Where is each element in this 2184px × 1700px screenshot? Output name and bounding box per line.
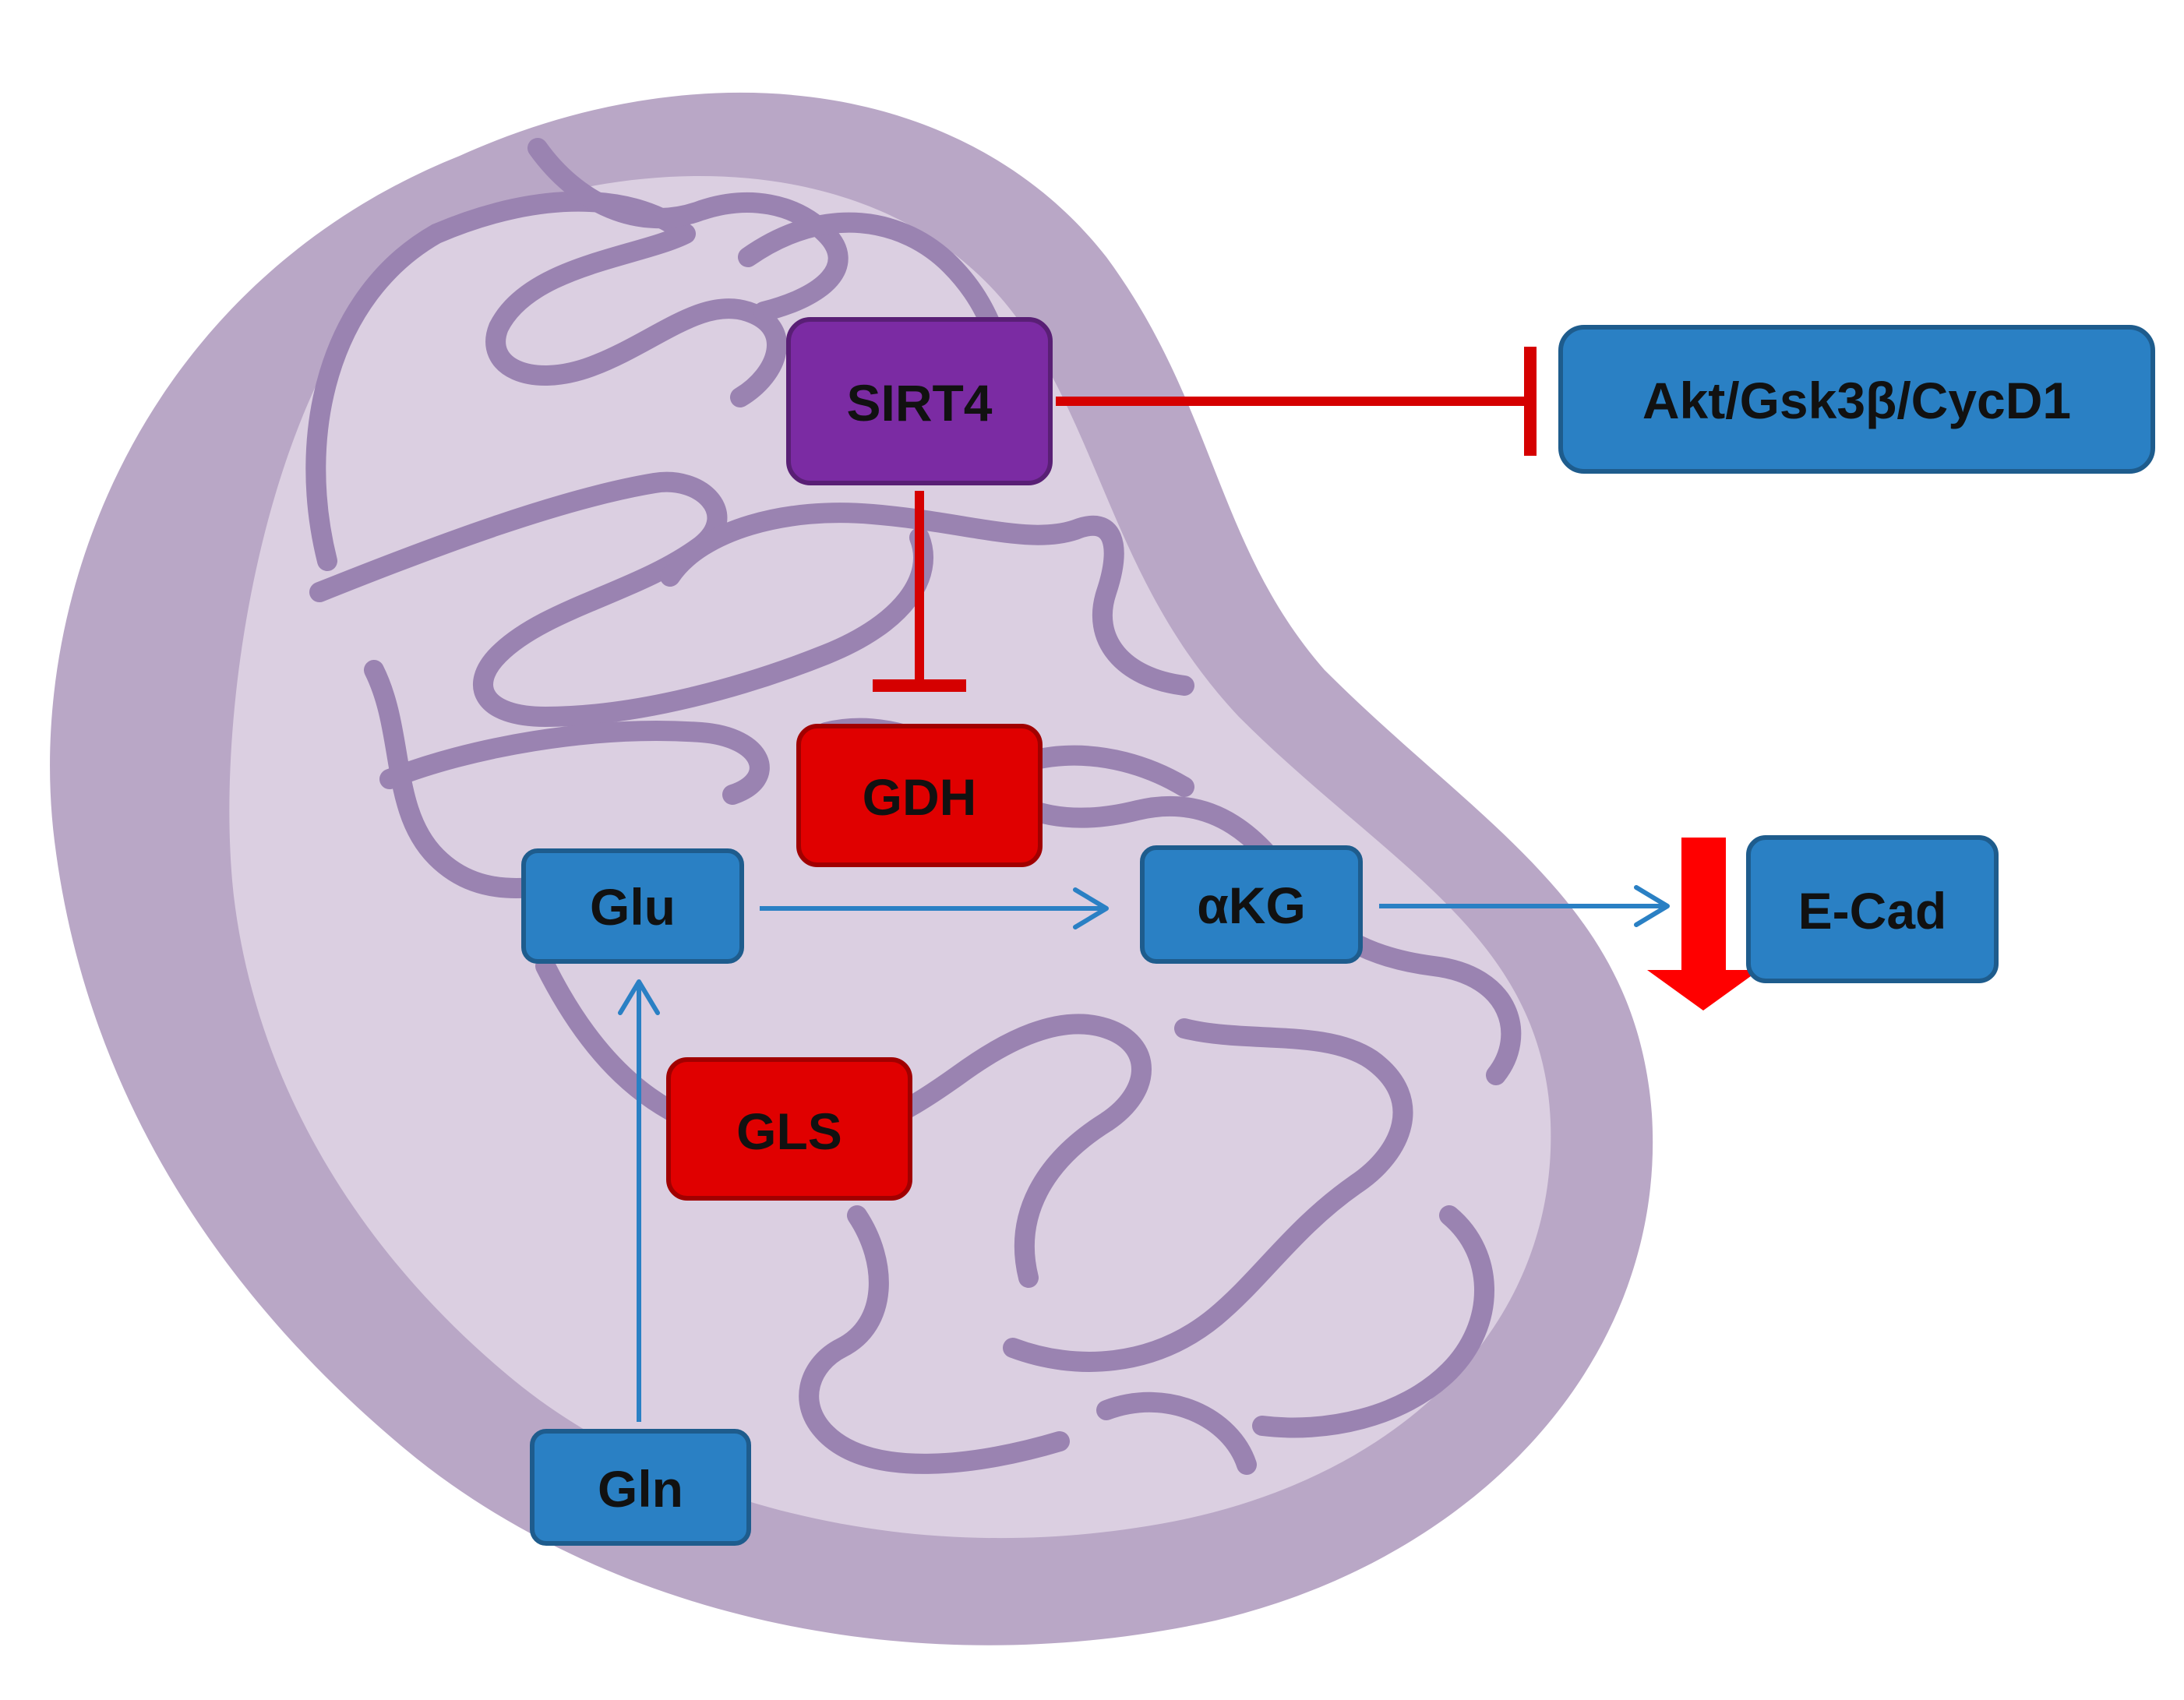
gls-box [666, 1057, 912, 1201]
crista [309, 471, 933, 727]
crista [379, 721, 770, 805]
node-gdh: GDH [796, 724, 1043, 867]
gln-box [530, 1429, 751, 1546]
crista [527, 138, 849, 322]
ecad-decrease-arrow [1647, 838, 1759, 1010]
edge-akg-to-ecad [1379, 885, 1670, 927]
sirt4-box [786, 317, 1053, 485]
gls-label: GLS [736, 1102, 842, 1160]
arrowhead [618, 979, 660, 1015]
node-gls: GLS [666, 1057, 912, 1201]
arrowhead [1073, 887, 1109, 929]
crista [1096, 1391, 1257, 1475]
crista [1252, 1205, 1494, 1438]
crista [799, 1205, 1070, 1474]
gdh-box [796, 724, 1043, 867]
ecad-label: E-Cad [1798, 882, 1947, 940]
akt-label: Akt/Gsk3β/CycD1 [1642, 372, 2071, 429]
crista [660, 503, 1194, 696]
akg-box [1140, 845, 1363, 964]
sirt4-label: SIRT4 [846, 374, 992, 432]
mitochondrion [50, 92, 1653, 1645]
node-gln: Gln [530, 1429, 751, 1546]
node-glu: Glu [521, 848, 744, 964]
crista [1003, 1018, 1413, 1372]
arrowhead [1634, 885, 1670, 927]
node-akg: αKG [1140, 845, 1363, 964]
node-sirt4: SIRT4 [786, 317, 1053, 485]
glu-label: Glu [590, 878, 676, 936]
node-ecad: E-Cad [1746, 835, 1999, 983]
node-akt-gsk3b-cycd1: Akt/Gsk3β/CycD1 [1558, 325, 2155, 474]
edge-sirt4-inhibits-gdh [873, 491, 966, 692]
crista [305, 191, 787, 571]
akt-box [1558, 325, 2155, 474]
glu-box [521, 848, 744, 964]
ecad-box [1746, 835, 1999, 983]
akg-label: αKG [1197, 876, 1306, 934]
edges [618, 347, 1670, 1422]
edge-gln-to-glu [618, 979, 660, 1422]
gln-label: Gln [598, 1460, 683, 1518]
gdh-label: GDH [863, 768, 977, 826]
edge-sirt4-inhibits-akt [1056, 347, 1537, 456]
edge-glu-to-akg [760, 887, 1109, 929]
